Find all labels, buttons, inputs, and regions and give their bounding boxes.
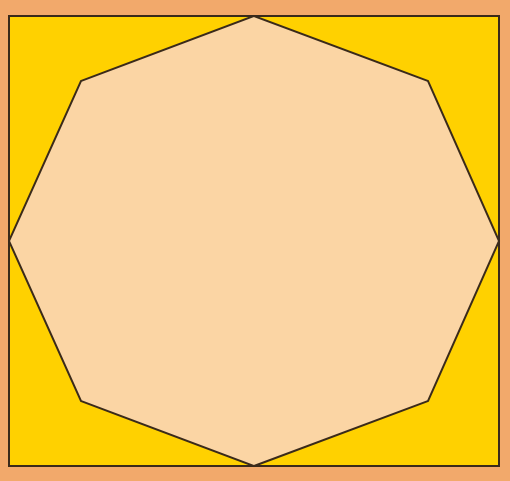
inscribed-octagon xyxy=(7,14,501,468)
